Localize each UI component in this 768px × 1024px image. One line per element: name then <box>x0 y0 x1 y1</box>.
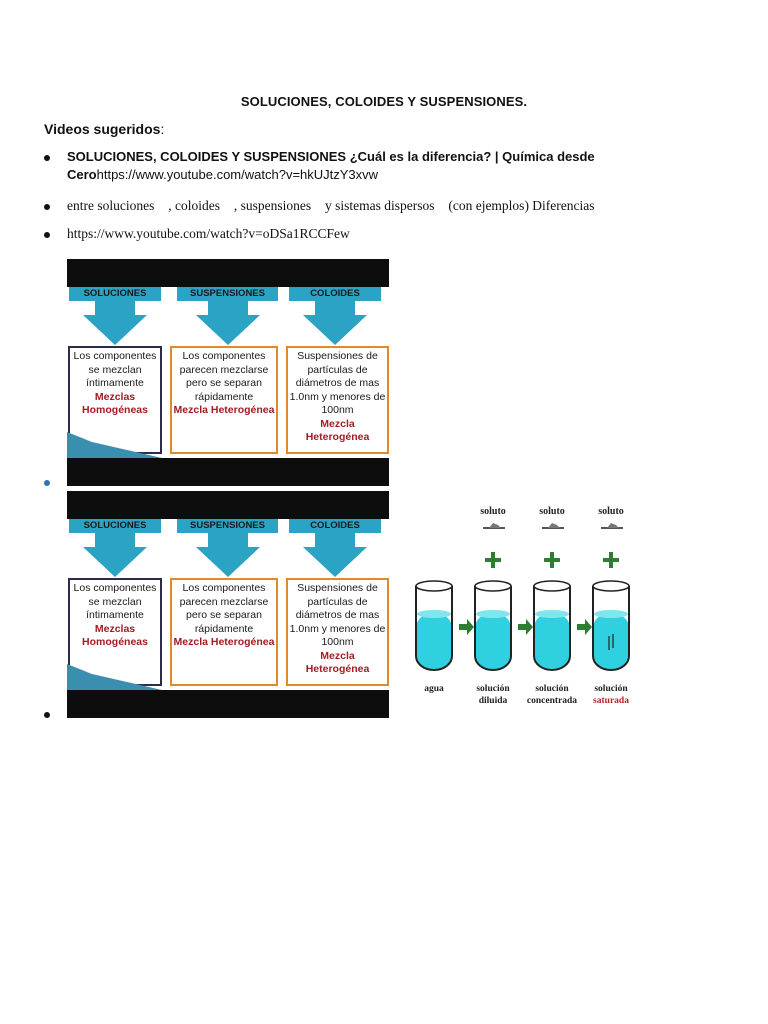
list-bullet <box>44 232 50 238</box>
subtitle-colon: : <box>160 121 165 137</box>
image-wedge <box>67 664 162 690</box>
infographic-box: Los componentes se mezclan íntimamente M… <box>68 346 162 454</box>
right-arrow-icon <box>459 619 474 635</box>
beaker-glass <box>533 586 571 671</box>
infographic-box: Los componentes parecen mezclarse pero s… <box>170 346 278 454</box>
infographic-header: SOLUCIONES <box>69 287 161 301</box>
beaker-liquid <box>416 614 452 670</box>
image-top-bar <box>67 259 389 287</box>
infographic-image: SOLUCIONES Los componentes se mezclan ín… <box>67 259 389 486</box>
beaker-rim <box>415 580 453 592</box>
beaker-glass <box>415 586 453 671</box>
box-text: Suspensiones de partículas de diámetros … <box>289 582 386 648</box>
down-arrow-icon <box>195 301 260 345</box>
plus-icon <box>603 552 619 568</box>
beaker-liquid <box>475 614 511 670</box>
beakers-diagram: agua soluto solución diluida soluto solución c… <box>415 506 630 706</box>
infographic-box: Suspensiones de partículas de diámetros … <box>286 346 389 454</box>
infographic-header: COLOIDES <box>289 287 381 301</box>
list-bullet <box>44 712 50 718</box>
video-title: SOLUCIONES, COLOIDES Y SUSPENSIONES ¿Cuá… <box>67 149 595 182</box>
infographic-box: Los componentes se mezclan íntimamente M… <box>68 578 162 686</box>
section-subtitle: Videos sugeridos: <box>44 121 164 137</box>
liquid-surface <box>594 610 628 618</box>
down-arrow-icon <box>83 301 147 345</box>
down-arrow-icon <box>303 301 367 345</box>
solute-pile <box>489 523 501 528</box>
infographic-header: SUSPENSIONES <box>177 287 278 301</box>
list-item-3-link[interactable]: https://www.youtube.com/watch?v=oDSa1RCC… <box>67 226 350 241</box>
box-text: Los componentes se mezclan íntimamente <box>73 350 157 389</box>
infographic-image: SOLUCIONES Los componentes se mezclan ín… <box>67 491 389 718</box>
infographic-header: COLOIDES <box>289 519 381 533</box>
beaker-label: diluida <box>479 696 508 706</box>
beaker-label: solución <box>594 684 628 694</box>
beaker-label: solución <box>476 684 510 694</box>
solute-label: soluto <box>480 506 506 517</box>
list-item-1: SOLUCIONES, COLOIDES Y SUSPENSIONES ¿Cuá… <box>67 148 627 184</box>
box-highlight: Mezcla Heterogénea <box>173 404 275 416</box>
video-link[interactable]: https://www.youtube.com/watch?v=hkUJtzY3… <box>96 167 379 182</box>
box-text: Los componentes se mezclan íntimamente <box>73 582 157 621</box>
right-arrow-icon <box>518 619 533 635</box>
beaker-glass <box>592 586 630 671</box>
box-text: Los componentes parecen mezclarse pero s… <box>179 350 269 403</box>
beaker-liquid <box>534 614 570 670</box>
box-highlight: Mezclas Homogéneas <box>82 390 148 417</box>
box-highlight: Mezcla Heterogénea <box>305 417 370 444</box>
image-top-bar <box>67 491 389 519</box>
beaker-glass <box>474 586 512 671</box>
plus-icon <box>485 552 501 568</box>
down-arrow-icon <box>303 533 367 577</box>
list-bullet <box>44 204 50 210</box>
box-text: Suspensiones de partículas de diámetros … <box>289 350 386 416</box>
beaker-rim <box>592 580 630 592</box>
solute-pile <box>607 523 619 528</box>
solute-label: soluto <box>539 506 565 517</box>
list-item-2: entre soluciones , coloides , suspensi… <box>67 198 595 213</box>
box-highlight: Mezcla Heterogénea <box>173 636 275 648</box>
infographic-header: SOLUCIONES <box>69 519 161 533</box>
beaker-label: solución <box>535 684 569 694</box>
solute-label: soluto <box>598 506 624 517</box>
box-highlight: Mezclas Homogéneas <box>82 622 148 649</box>
beaker-liquid <box>593 614 629 670</box>
down-arrow-icon <box>195 533 260 577</box>
page-title: SOLUCIONES, COLOIDES Y SUSPENSIONES. <box>240 94 528 109</box>
beaker-label: saturada <box>593 696 629 706</box>
infographic-header: SUSPENSIONES <box>177 519 278 533</box>
list-bullet <box>44 155 50 161</box>
plus-icon <box>544 552 560 568</box>
image-wedge <box>67 432 162 458</box>
list-bullet <box>44 480 50 486</box>
image-bottom-bar <box>67 690 389 718</box>
beaker-rim <box>474 580 512 592</box>
infographic-box: Suspensiones de partículas de diámetros … <box>286 578 389 686</box>
infographic-box: Los componentes parecen mezclarse pero s… <box>170 578 278 686</box>
beaker-label: agua <box>424 684 444 694</box>
liquid-surface <box>417 610 451 618</box>
down-arrow-icon <box>83 533 147 577</box>
solute-pile <box>548 523 560 528</box>
subtitle-text: Videos sugeridos <box>44 121 161 137</box>
beaker-label: concentrada <box>527 696 577 706</box>
right-arrow-icon <box>577 619 592 635</box>
liquid-surface <box>535 610 569 618</box>
image-bottom-bar <box>67 458 389 486</box>
box-text: Los componentes parecen mezclarse pero s… <box>179 582 269 635</box>
beaker-rim <box>533 580 571 592</box>
box-highlight: Mezcla Heterogénea <box>305 649 370 676</box>
liquid-surface <box>476 610 510 618</box>
